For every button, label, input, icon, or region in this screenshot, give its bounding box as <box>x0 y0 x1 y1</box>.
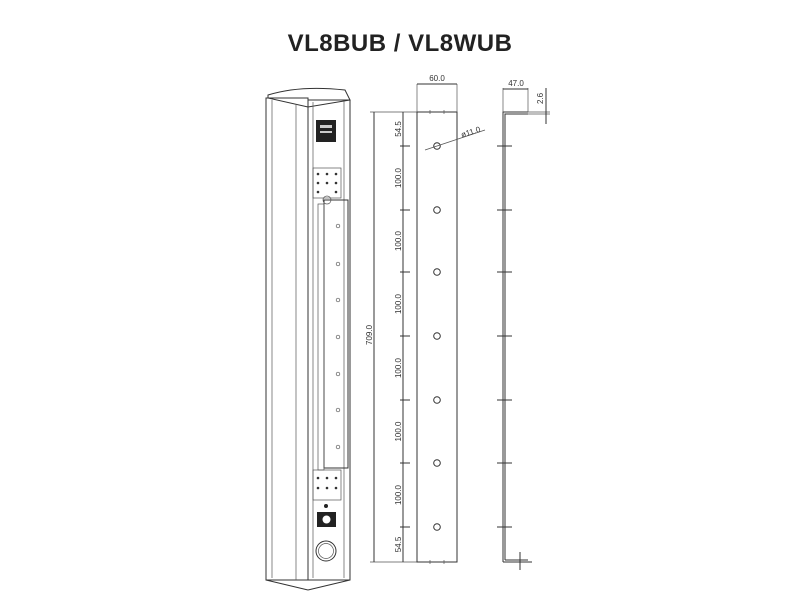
mount-plate-bottom <box>312 469 342 501</box>
segment-label: 100.0 <box>394 167 403 188</box>
segment-label: 100.0 <box>394 421 403 442</box>
segment-label: 100.0 <box>394 357 403 378</box>
mounting-hole <box>433 332 441 340</box>
segment-label: 54.5 <box>394 121 403 137</box>
width-label: 60.0 <box>429 74 445 83</box>
segment-label: 54.5 <box>394 536 403 552</box>
speaker-illustration <box>265 87 351 591</box>
depth-label: 47.0 <box>508 79 524 88</box>
bracket-side-profile <box>502 111 528 563</box>
mounting-hole <box>433 142 441 150</box>
mount-plate-top <box>312 167 342 199</box>
thickness-label: 2.6 <box>536 92 545 104</box>
mounting-hole <box>433 396 441 404</box>
front-view: 709.0 54.5 100.0 100.0 100.0 100.0 100.0 100.0… <box>365 74 486 564</box>
port-icon <box>315 540 337 562</box>
mounting-hole <box>433 523 441 531</box>
drawing-title: VL8BUB / VL8WUB <box>287 30 513 57</box>
mounting-hole <box>433 268 441 276</box>
bracket-front <box>416 111 458 563</box>
overall-height-label: 709.0 <box>365 324 374 345</box>
bracket-mounted <box>323 199 349 469</box>
mounting-hole <box>433 459 441 467</box>
hole-diameter-label: ø11.0 <box>460 125 482 140</box>
segment-label: 100.0 <box>394 484 403 505</box>
segment-label: 100.0 <box>394 230 403 251</box>
segment-label: 100.0 <box>394 293 403 314</box>
side-view: 47.0 2.6 <box>497 79 550 570</box>
mounting-hole <box>433 206 441 214</box>
